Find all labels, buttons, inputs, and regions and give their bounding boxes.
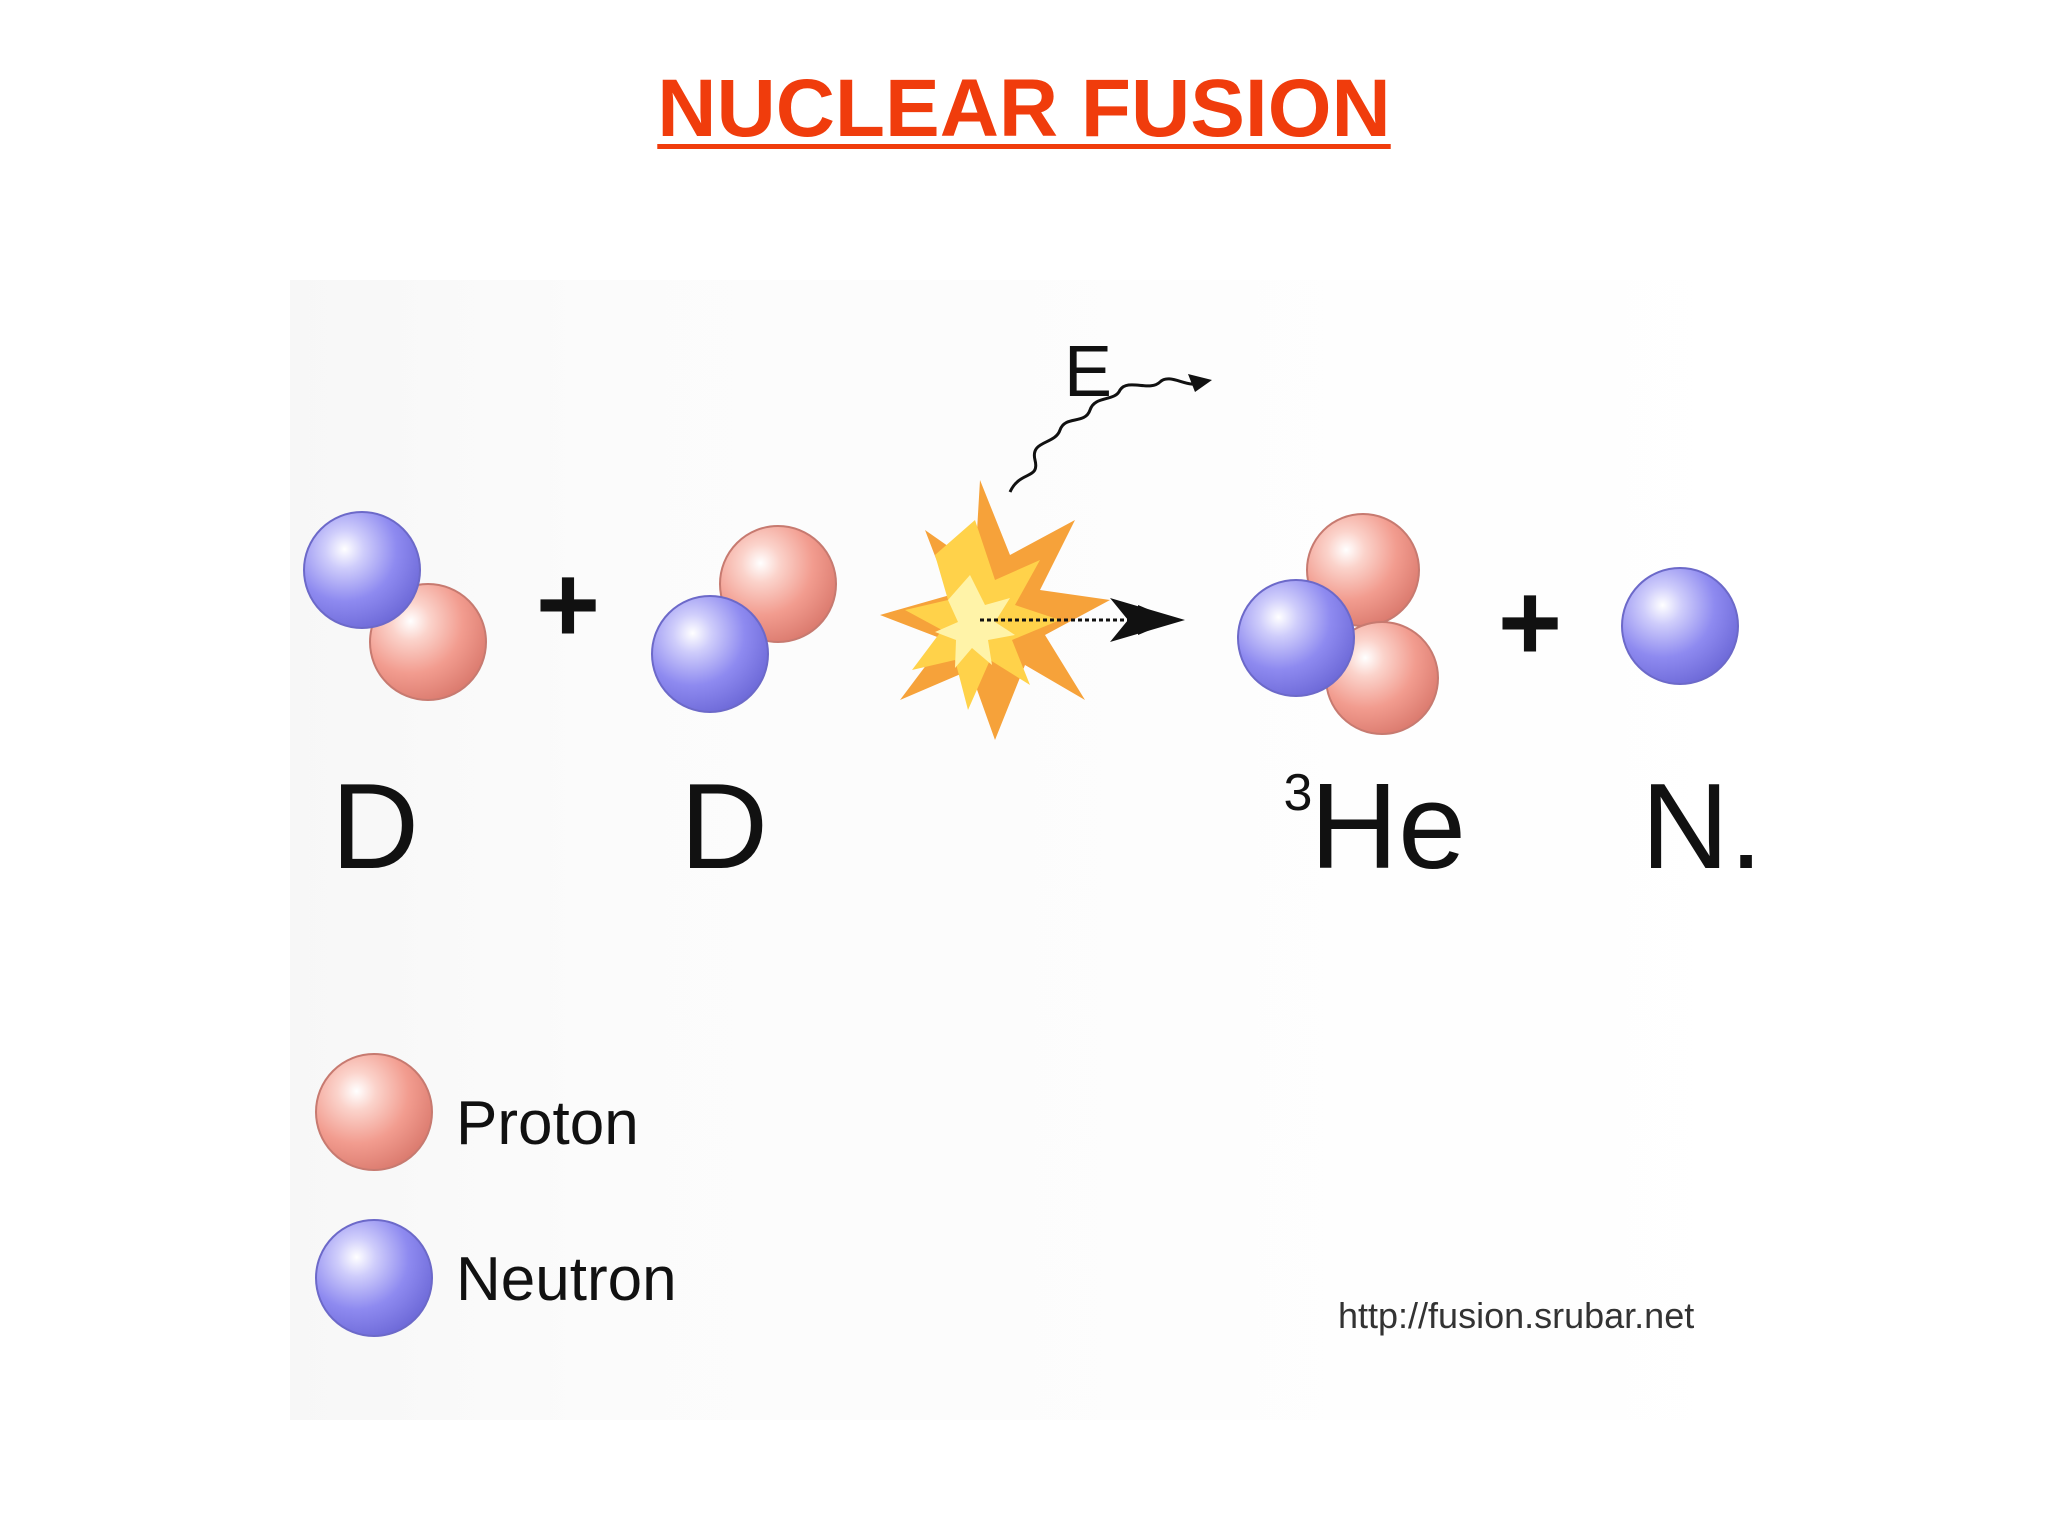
legend: Proton Neutron [315,1053,677,1337]
neutron-sphere-icon [651,595,769,713]
deuterium-2 [651,525,837,713]
product-1-label: He [1310,758,1466,894]
energy-label: E [1064,332,1112,412]
neutron-sphere-icon [303,511,421,629]
reactant-1-label: D [331,758,419,894]
plus-sign-1: + [536,543,600,666]
source-credit: http://fusion.srubar.net [1338,1295,1694,1336]
proton-sphere-icon [315,1053,433,1171]
product-2-label: N. [1641,758,1763,894]
legend-proton-label: Proton [456,1089,639,1158]
legend-neutron-label: Neutron [456,1245,677,1314]
explosion-icon [880,480,1110,740]
reactant-2-label: D [680,758,768,894]
neutron-sphere-icon [315,1219,433,1337]
diagram-panel [290,280,1770,1420]
helium-3 [1237,513,1439,735]
neutron-sphere-icon [1621,567,1739,685]
plus-sign-2: + [1498,561,1562,684]
wavy-arrow-icon [1008,374,1212,493]
mass-number-label: 3 [1284,764,1313,822]
page-title: NUCLEAR FUSION [657,63,1391,154]
neutron-sphere-icon [1237,579,1355,697]
deuterium-1 [303,511,487,701]
